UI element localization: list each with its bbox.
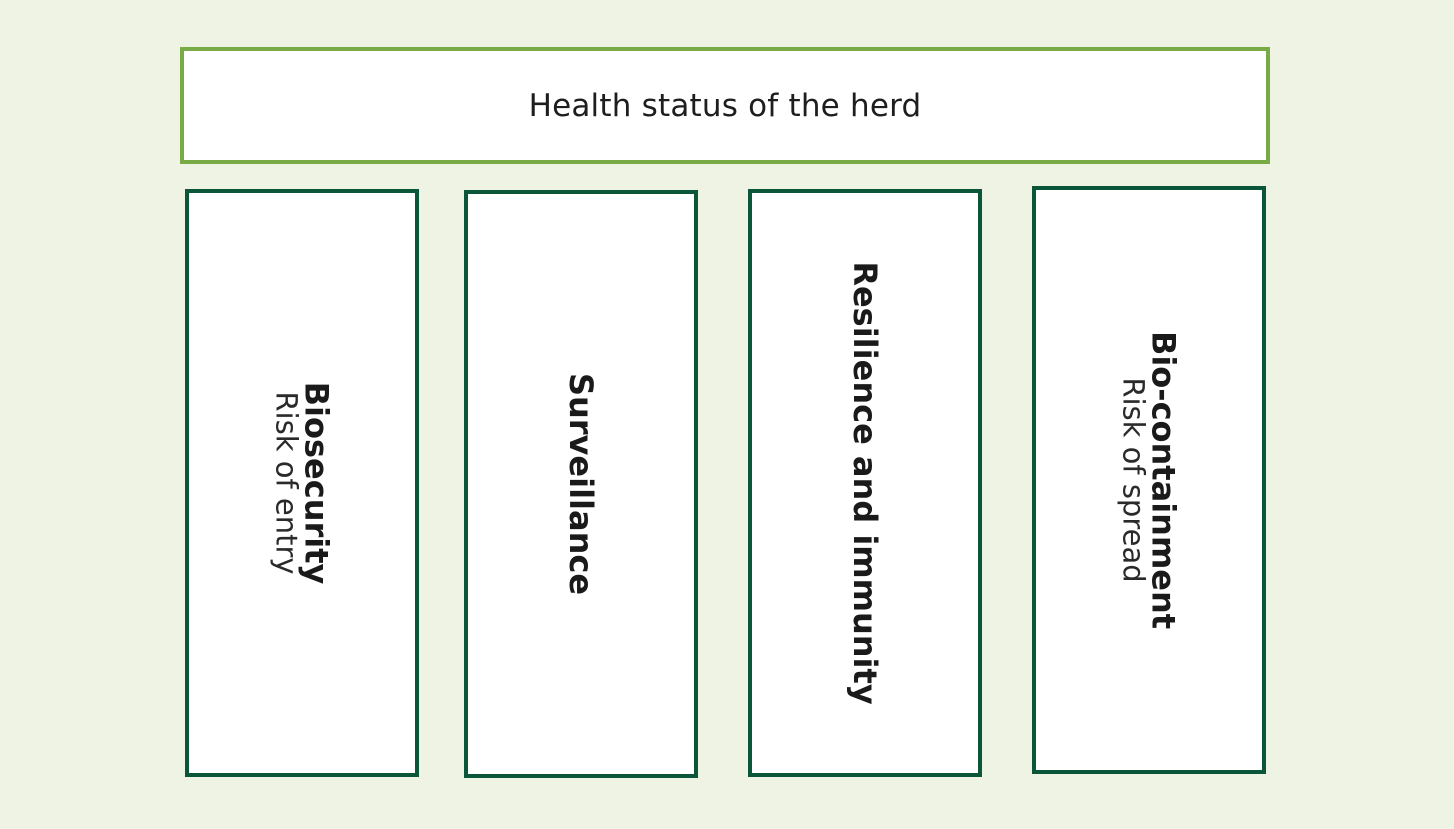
pillar-surveillance: Surveillance <box>464 190 698 778</box>
pillar-biosecurity-text: Biosecurity Risk of entry <box>269 381 336 585</box>
health-status-header: Health status of the herd <box>180 47 1270 164</box>
pillar-bio-containment-text: Bio-containment Risk of spread <box>1116 330 1183 630</box>
pillar-resilience-immunity: Resilience and immunity <box>748 189 982 777</box>
pillar-title: Resilience and immunity <box>846 261 884 705</box>
pillar-subtitle: Risk of entry <box>269 391 304 575</box>
pillar-title: Bio-containment <box>1144 330 1183 630</box>
pillar-bio-containment: Bio-containment Risk of spread <box>1032 186 1266 774</box>
pillar-subtitle: Risk of spread <box>1116 377 1151 583</box>
header-title: Health status of the herd <box>528 87 922 124</box>
pillar-surveillance-text: Surveillance <box>562 372 600 596</box>
pillar-resilience-immunity-text: Resilience and immunity <box>846 261 884 705</box>
pillar-title: Surveillance <box>562 372 600 596</box>
pillar-biosecurity: Biosecurity Risk of entry <box>185 189 419 777</box>
pillar-title: Biosecurity <box>297 381 336 585</box>
